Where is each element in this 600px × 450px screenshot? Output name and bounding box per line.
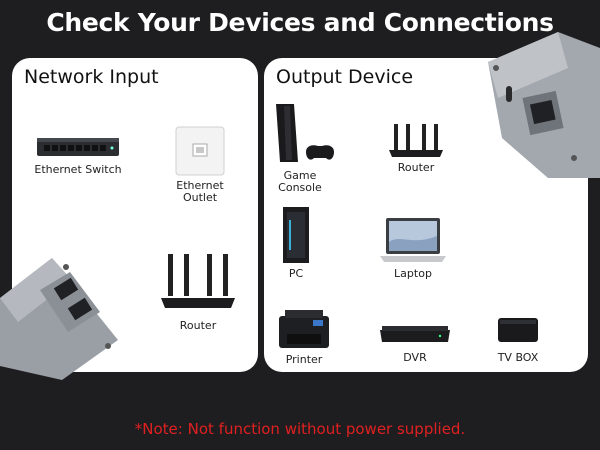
item-label: Printer bbox=[285, 353, 323, 366]
pc-tower-icon bbox=[283, 207, 309, 263]
output-pc: PC bbox=[274, 206, 318, 280]
network-adapter-image bbox=[488, 32, 600, 178]
item-label: DVR bbox=[403, 351, 427, 364]
network-input-router: Router bbox=[154, 254, 242, 332]
output-router: Router bbox=[380, 124, 452, 174]
output-device-heading: Output Device bbox=[276, 66, 414, 88]
item-label: Game Console bbox=[278, 169, 322, 194]
output-printer: Printer bbox=[272, 310, 336, 366]
network-input-ethernet-switch: Ethernet Switch bbox=[30, 134, 126, 176]
item-label: PC bbox=[288, 267, 304, 280]
item-label: Router bbox=[179, 319, 217, 332]
game-console-icon bbox=[276, 104, 334, 162]
laptop-icon bbox=[380, 218, 446, 262]
output-game-console: Game Console bbox=[272, 102, 336, 194]
network-adapter-image bbox=[0, 258, 118, 380]
item-label: TV BOX bbox=[497, 351, 539, 364]
printer-icon bbox=[279, 310, 329, 348]
item-label: Ethernet Switch bbox=[34, 163, 122, 176]
network-input-heading: Network Input bbox=[24, 66, 159, 88]
output-tv-box: TV BOX bbox=[490, 314, 546, 364]
dvr-icon bbox=[380, 326, 450, 342]
router-icon bbox=[389, 124, 443, 157]
output-dvr: DVR bbox=[378, 324, 452, 364]
router-icon bbox=[161, 254, 235, 308]
tv-box-icon bbox=[498, 318, 538, 342]
item-label: Laptop bbox=[394, 267, 432, 280]
item-label: Router bbox=[397, 161, 435, 174]
page-title: Check Your Devices and Connections bbox=[46, 8, 554, 37]
item-label: Ethernet Outlet bbox=[176, 179, 224, 204]
ethernet-switch-icon bbox=[37, 138, 119, 156]
network-input-ethernet-outlet: Ethernet Outlet bbox=[170, 126, 230, 204]
output-laptop: Laptop bbox=[378, 216, 448, 280]
ethernet-outlet-icon bbox=[175, 126, 225, 176]
power-note: *Note: Not function without power suppli… bbox=[134, 420, 466, 438]
